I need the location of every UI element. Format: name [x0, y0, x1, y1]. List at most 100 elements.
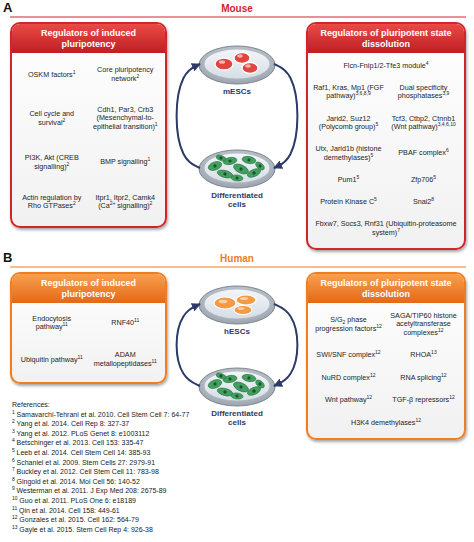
reference-number: 2 [150, 200, 153, 206]
cell-body [241, 155, 256, 164]
regulator-name: Snai2 [413, 197, 431, 206]
dish-medium [204, 153, 270, 183]
item-row: Utx, Jarid1b (histone demethylases)5PBAF… [311, 145, 461, 162]
cell-body [215, 372, 226, 380]
cell-nucleus [252, 171, 256, 175]
reference-text: Westerman et al. 2011. J Exp Med 208: 26… [17, 487, 167, 494]
regulator-item: SAGA/TIP60 histone acetyltransferase com… [386, 312, 461, 337]
regulator-item: RHOA13 [386, 351, 461, 359]
culture-dish: hESCs [197, 282, 277, 336]
reference-text: References: [12, 401, 50, 408]
regulator-name: Flcn-Fnip1/2-Tfe3 module [343, 61, 425, 70]
reference-number: 8 [12, 475, 15, 481]
regulator-name: SWI/SNF complex [316, 350, 375, 359]
regulator-name: PBAF complex [398, 148, 446, 157]
differentiated-cell [232, 380, 250, 394]
differentiated-cell [215, 154, 226, 162]
regulator-name: Zfp706 [411, 175, 433, 184]
item-row: Endocytosis pathway11RNF4011 [15, 315, 162, 332]
regulator-item: SWI/SNF complex12 [311, 351, 386, 359]
item-row: Cell cycle and survival2Cdh1, Par3, Crb3… [15, 106, 162, 131]
reference-line: 6Schaniel et al. 2009. Stem Cells 27: 29… [12, 458, 452, 468]
colony-highlight [240, 297, 248, 300]
regulator-item: BMP signalling1 [89, 158, 163, 166]
regulator-name: BMP signalling [100, 157, 147, 166]
regulator-item: Cell cycle and survival2 [15, 110, 89, 127]
colony-highlight [237, 307, 244, 310]
dish-label: Differentiated cells [206, 409, 268, 427]
box-body: OSKM factors1Core pluripotency network2C… [12, 53, 165, 226]
reference-line: References: [12, 400, 452, 410]
dish-label: hESCs [206, 327, 268, 336]
reference-number: 1 [148, 156, 151, 162]
reference-number: 2 [136, 72, 139, 78]
panel-header: Human [0, 253, 474, 264]
reference-text: Buckley et al. 2012. Cell Stem Cell 11: … [17, 468, 159, 475]
petri-dish [197, 146, 277, 190]
reference-text: Schaniel et al. 2009. Stem Cells 27: 297… [17, 459, 156, 466]
box-body: Flcn-Fnip1/2-Tfe3 module4Raf1, Kras, Mp1… [308, 53, 464, 248]
regulator-item: Pum15 [311, 176, 386, 184]
reference-number: 12 [366, 394, 372, 400]
regulator-name: Ubiquitin pathway [21, 355, 78, 364]
differentiated-cell [254, 160, 266, 171]
regulator-item: Fbxw7, Socs3, Rnf31 (Ubiquitin-proteasom… [311, 220, 461, 237]
reference-number: 1 [155, 120, 158, 126]
cell-nucleus [228, 377, 232, 381]
regulator-name: SAGA/TIP60 histone acetyltransferase com… [390, 311, 456, 337]
cell-nucleus [235, 176, 238, 179]
regulator-name: signalling) [117, 201, 149, 210]
panel-rule [10, 17, 466, 18]
cell-body [232, 162, 250, 176]
colony-highlight [237, 54, 243, 57]
dish-medium [204, 49, 270, 79]
regulator-name: Protein Kinase C [320, 197, 374, 206]
cell-nucleus [213, 164, 217, 168]
reference-number: 4 [12, 437, 15, 443]
cell-nucleus [223, 172, 227, 176]
reference-number: 12 [12, 514, 18, 520]
colony-highlight [219, 60, 225, 64]
reference-number: 11 [63, 321, 68, 327]
reference-number: 4 [426, 60, 429, 66]
cell-nucleus [258, 382, 263, 387]
reference-number: 6 [446, 147, 449, 153]
regulator-item: Raf1, Kras, Mp1 (FGF pathway)3,6,8,9 [311, 84, 386, 101]
regulator-item: Core pluripotency network2 [89, 66, 163, 83]
box-body: S/G2phase progression factors12SAGA/TIP6… [308, 303, 464, 438]
regulator-name: Core pluripotency network [97, 65, 153, 82]
cell-nucleus [219, 374, 223, 378]
reference-text: Qin et al. 2014. Cell 158: 449-61 [19, 507, 120, 514]
cell-body [232, 380, 250, 394]
reference-number: 2 [63, 116, 66, 122]
colony-highlight [245, 64, 251, 67]
culture-dish: Differentiated cells [197, 364, 277, 427]
regulator-item: Tcf3, Ctbp2, Ctnnb1 (Wnt pathway)3,4,6,1… [386, 115, 461, 132]
petri-dish [197, 364, 277, 408]
regulator-name: Wnt pathway [325, 395, 367, 404]
item-row: Raf1, Kras, Mp1 (FGF pathway)3,6,8,9Dual… [311, 84, 461, 101]
cell-nucleus [252, 389, 256, 393]
item-row: Pum15 Zfp7065 [311, 176, 461, 184]
item-row: Fbxw7, Socs3, Rnf31 (Ubiquitin-proteasom… [311, 220, 461, 237]
regulator-box: Regulators of induced pluripotencyEndocy… [10, 272, 167, 384]
regulator-item: Snai28 [386, 198, 461, 206]
reference-number: 3,9 [442, 90, 449, 96]
regulator-name: OSKM factors [28, 70, 73, 79]
reference-line: 11Qin et al. 2014. Cell 158: 449-61 [12, 506, 452, 516]
dish-medium [204, 289, 270, 319]
reference-text: Samavarchi-Tehrani et al. 2010. Cell Ste… [17, 411, 190, 418]
regulator-name: H3K4 demethylases [351, 418, 415, 427]
regulator-name: NuRD complex [322, 373, 370, 382]
reference-line: 2Yang et al. 2014. Cell Rep 8: 327-37 [12, 419, 452, 429]
reference-text: Yang et al. 2012. PLoS Genet 8: e1003112 [17, 430, 150, 437]
reference-number: 5 [433, 173, 436, 179]
regulator-item: PI3K, Akt (CREB signalling)2 [15, 154, 89, 171]
regulator-item: Endocytosis pathway11 [15, 315, 89, 332]
transition-arrow [177, 64, 200, 168]
colony-body [236, 295, 256, 305]
reference-number: 12 [441, 371, 447, 377]
reference-line: 13Gayle et al. 2015. Stem Cell Rep 4: 92… [12, 525, 452, 535]
reference-number: 5 [12, 447, 15, 453]
regulator-name: S/G [330, 315, 342, 324]
